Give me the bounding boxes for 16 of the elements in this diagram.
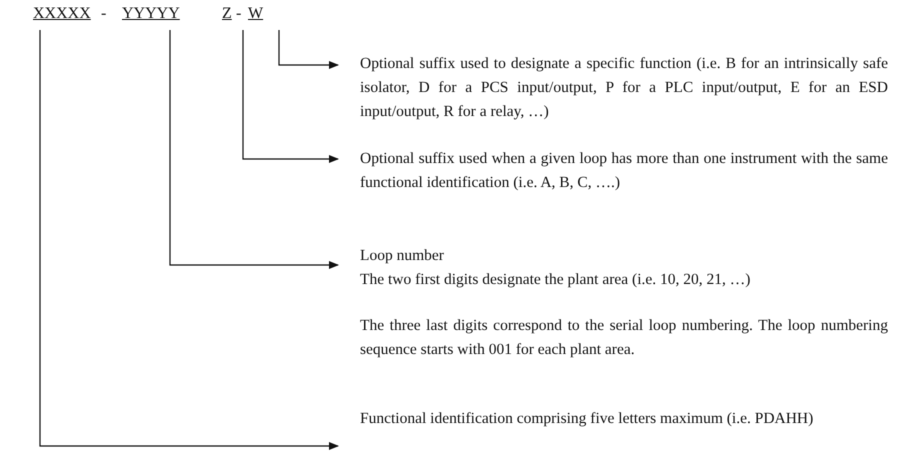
- description-text: Optional suffix used when a given loop has more than one instrument with the same functional identification (i.e. A, B, C, ….): [360, 147, 888, 195]
- description-text: Optional suffix used to designate a specific function (i.e. B for an intrinsically safe isolator, D for a PCS input/output, P for a PLC input/output, E for an ESD input/output, R for a relay, …): [360, 52, 888, 124]
- description-text: The three last digits correspond to the serial loop numbering. The loop numbering sequence starts with 001 for each plant area.: [360, 316, 888, 360]
- description-text: Functional identification comprising five letters maximum (i.e. PDAHH): [360, 407, 888, 431]
- leader-line: [242, 30, 339, 163]
- description-text: The two first digits designate the plant area (i.e. 10, 20, 21, …): [360, 270, 752, 290]
- tag-field-code: YYYYY: [122, 4, 180, 24]
- leader-line: [169, 30, 339, 269]
- separator-dash: -: [101, 4, 106, 24]
- description-heading: Loop number: [360, 246, 445, 266]
- leader-line: [278, 30, 339, 69]
- tag-field-code: XXXXX: [33, 4, 91, 24]
- tag-field-code: W: [248, 4, 264, 24]
- tag-field-code: Z: [222, 4, 232, 24]
- separator-dash: -: [236, 4, 242, 24]
- leader-line: [39, 30, 339, 450]
